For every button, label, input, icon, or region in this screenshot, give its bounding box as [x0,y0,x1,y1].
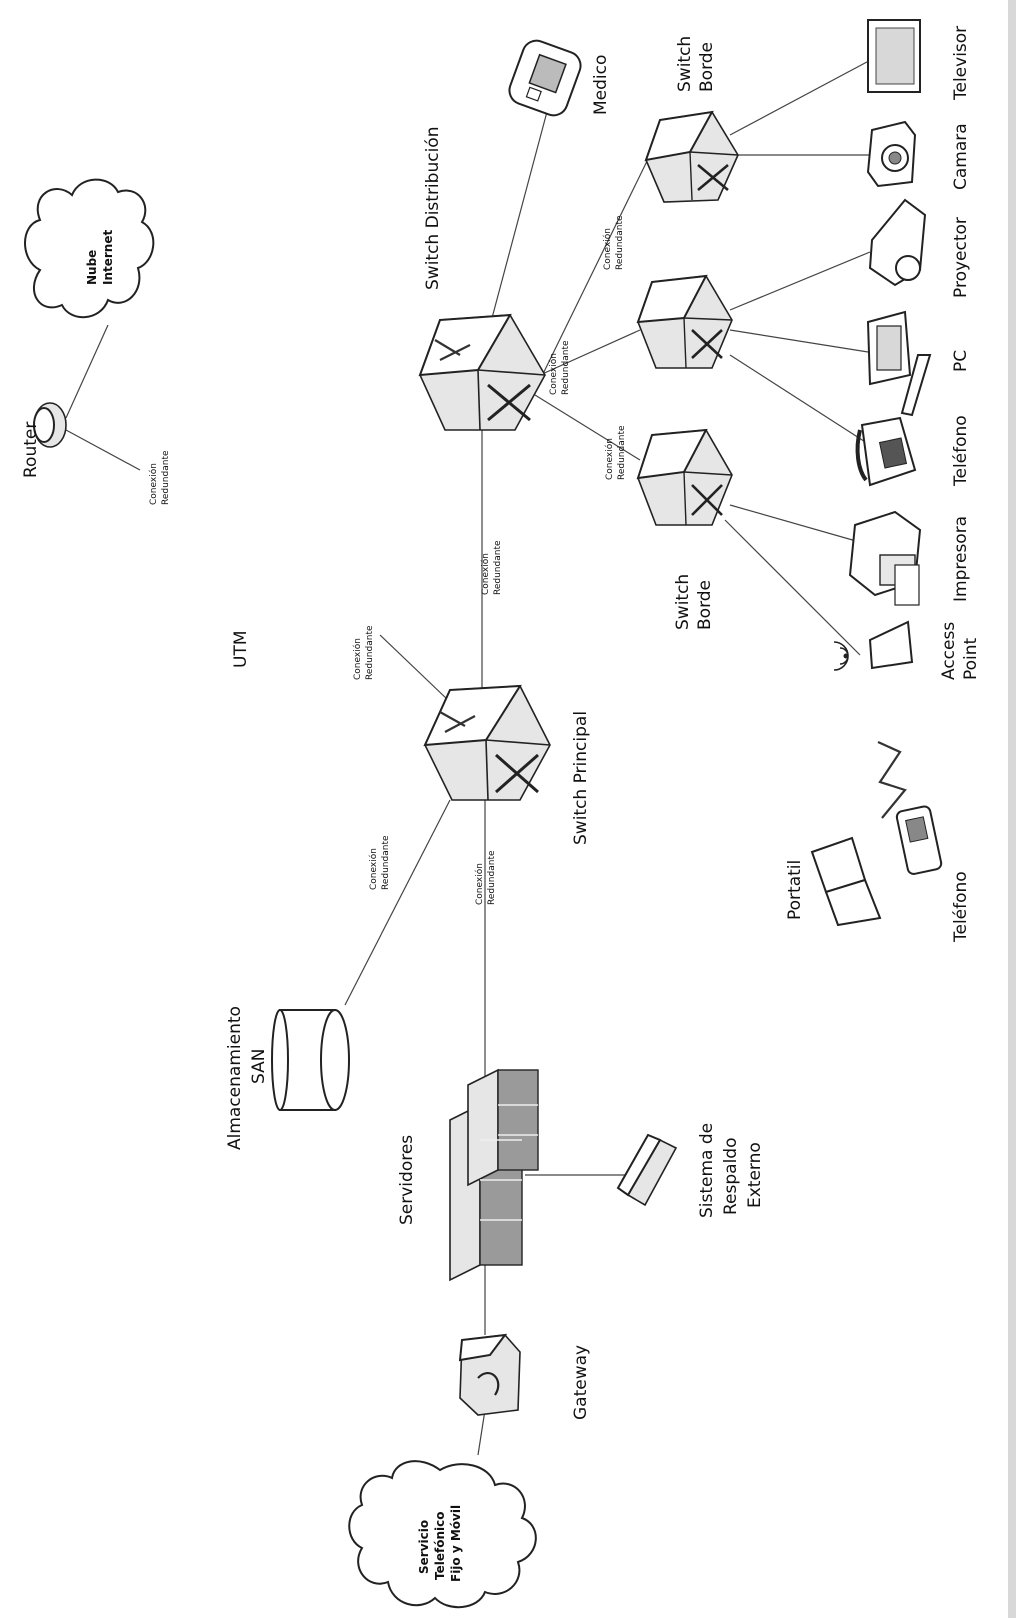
pc: PC [866,310,971,417]
conn-label-swprincipal-san: Conexión Redundante [368,835,391,890]
conn-label-swdist-bordebottom: Conexión Redundante [604,425,627,480]
router-label: Router [21,422,41,478]
almacenamiento-san: Almacenamiento SAN [225,1001,350,1150]
conn-label-swdist-swprincipal: Conexión Redundante [480,540,503,595]
wire-swdist-swbordebottom [534,394,641,461]
wire-swdist-swbordemid [539,329,641,376]
proyector-label: Proyector [951,217,971,298]
camara: Camara [866,120,971,190]
conn-label-swprincipal-servidores: Conexión Redundante [474,850,497,905]
portatil: Portatil [785,836,882,927]
server-rack-icon [449,1068,539,1282]
switch-borde-top: Switch Borde [644,30,739,203]
router-icon-top [33,407,55,443]
connection-labels: Conexión Redundante Conexión Redundante … [148,215,627,905]
televisor: Televisor [867,19,971,101]
nube-internet: Nube Internet [24,178,155,319]
switch-distribucion-icon [418,313,546,431]
mobile-phone-icon [895,805,943,875]
wire-swdist-swbordetop [539,154,651,381]
desk-phone-icon [855,416,917,487]
access-point: Access Point [833,616,981,680]
impresora: Impresora [848,510,971,606]
page-edge-strip [1008,0,1016,1618]
medico: Medico [508,39,611,117]
switch-borde-middle-icon [636,274,733,369]
telefono-fijo: Teléfono [855,415,971,487]
sistema-respaldo: Sistema de Respaldo Externo [616,1117,765,1218]
conn-label-router: Conexión Redundante [148,450,171,505]
storage-cylinder-icon [271,1009,350,1111]
nube-internet-label: Nube Internet [85,230,115,285]
wire-swbordemid-pc [729,329,869,353]
conn-label-swdist-bordemid: Conexión Redundante [548,340,571,395]
telefono-fijo-label: Teléfono [951,415,971,487]
wire-swbordetop-televisor [729,54,881,136]
camera-icon [866,120,917,188]
projector-icon [868,198,927,287]
servicio-telefonico-label: Servicio Telefónico Fijo y Móvil [417,1505,463,1582]
utm-label: UTM [231,631,251,669]
gateway-icon [458,1333,521,1416]
wire-swbordebottom-accesspoint [724,519,861,656]
switch-borde-bottom: Switch Borde [636,428,733,630]
router: Router [21,402,67,478]
wire-swbordebottom-impresora [729,504,871,546]
wire-swprincipal-san [344,799,451,1006]
camara-label: Camara [951,123,971,190]
television-icon [867,19,921,93]
backup-drive-icon [616,1133,678,1207]
switch-borde-top-label: Switch Borde [675,30,717,92]
switch-principal-icon [423,684,551,801]
proyector: Proyector [868,198,971,298]
printer-icon [848,510,922,606]
switch-borde-bottom-label: Switch Borde [673,568,715,630]
televisor-label: Televisor [951,26,971,101]
switch-borde-top-icon [644,110,739,203]
conn-label-swdist-bordetop: Conexión Redundante [602,215,625,270]
laptop-icon [810,836,882,927]
impresora-label: Impresora [951,516,971,602]
wire-swdist-medico [491,107,549,319]
cloud-icon [348,1460,537,1609]
telefono-movil-label: Teléfono [951,871,971,943]
switch-principal-label: Switch Principal [571,711,591,845]
conn-label-swprincipal-top: Conexión Redundante [352,625,375,680]
wire-router-label [65,429,141,471]
wire-cloud-router [65,324,109,419]
wire-swbordemid-telefono [729,354,871,446]
access-point-icon [833,620,914,671]
sistema-respaldo-label: Sistema de Respaldo Externo [697,1117,765,1218]
access-point-label: Access Point [939,616,981,680]
servidores: Servidores [397,1068,539,1282]
pc-label: PC [951,350,971,372]
wire-swprincipal-label [379,634,449,701]
almacenamiento-label: Almacenamiento SAN [225,1001,269,1150]
servidores-label: Servidores [397,1135,417,1225]
wire-gateway-servicio [477,1409,486,1456]
medico-label: Medico [591,55,611,115]
switch-distribucion: Switch Distribución [418,127,546,431]
gateway-label: Gateway [571,1345,591,1420]
telefono-movil: Teléfono [895,805,971,943]
switch-borde-middle [636,274,733,369]
wireless-signal-icon [877,740,907,819]
switch-distribucion-label: Switch Distribución [423,127,443,290]
switch-principal: Switch Principal [423,684,591,845]
portatil-label: Portatil [785,860,805,920]
gateway: Gateway [458,1333,591,1420]
pc-icon [866,310,932,417]
connection-lines [65,54,881,1456]
servicio-telefonico: Servicio Telefónico Fijo y Móvil [348,1460,537,1609]
wire-swbordemid-proyector [729,251,871,311]
cloud-icon [24,178,155,319]
medical-device-icon [508,39,582,117]
switch-borde-bottom-icon [636,428,733,526]
